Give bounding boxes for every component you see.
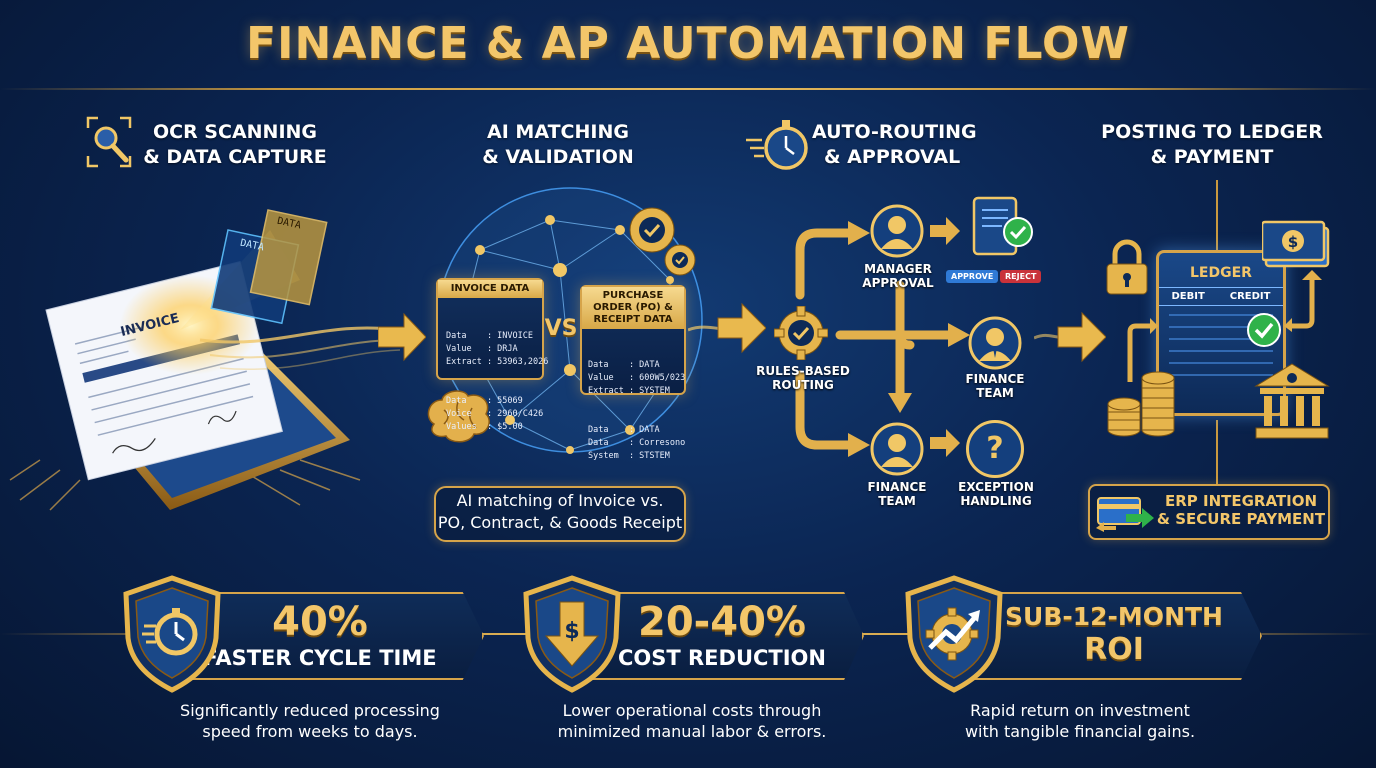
ledger-check-icon [1246,312,1282,348]
ledger-connector-top [1216,180,1218,250]
flow-arrow-3 [1033,310,1107,364]
brain-icon [424,388,494,446]
exception-question-icon: ? [966,420,1024,478]
flow-arrow-2 [687,300,767,356]
debit-column: DEBIT [1171,291,1205,302]
step1-header: OCR SCANNING& DATA CAPTURE [143,121,327,168]
finance-team-bottom-avatar-icon [870,422,924,476]
routing-connectors [760,195,1080,515]
stat2-label: COST REDUCTION [617,646,826,670]
po-data-panel: PURCHASE ORDER (PO) & RECEIPT DATA Data … [580,285,686,461]
gear-check-icon [622,198,698,278]
flow-arrow-1 [377,312,427,362]
reject-button[interactable]: REJECT [1000,270,1042,283]
approve-button[interactable]: APPROVE [946,270,999,283]
credit-column: CREDIT [1229,291,1271,302]
matching-caption: AI matching of Invoice vs.PO, Contract, … [434,486,686,542]
ledger-connector-bottom [1216,420,1218,486]
stat3-value: SUB-12-MONTH [1005,602,1223,631]
manager-avatar-icon [870,204,924,258]
page-title: FINANCE & AP AUTOMATION FLOW [246,18,1130,69]
coins-stack-icon [1104,366,1178,438]
stat-card-faster-cycle [180,592,484,680]
tablet-check-icon [970,196,1036,258]
stat2-value: 20-40% [637,599,806,645]
coins-arrow-icon [1122,318,1158,382]
stat3-label: ROI [1084,632,1144,667]
stopwatch-icon [746,118,812,172]
dollar-down-arrow-icon: $ [520,574,624,694]
scan-magnifier-icon [86,116,132,168]
step4-header: POSTING TO LEDGER& PAYMENT [1101,121,1323,168]
ledger-title: LEDGER [1190,265,1252,281]
stopwatch-shield-icon [120,574,224,694]
card-transfer-icon [1096,496,1156,532]
vs-label: VS [544,316,578,341]
svg-text:$: $ [564,619,579,644]
stat1-label: FASTER CYCLE TIME [203,646,437,670]
step2-header: AI MATCHING& VALIDATION [482,121,634,168]
erp-line2: & SECURE PAYMENT [1156,510,1326,528]
po-data-title: PURCHASE ORDER (PO) & RECEIPT DATA [582,287,684,329]
bank-icon [1254,362,1330,440]
stat1-value: 40% [272,599,368,645]
erp-line1: ERP INTEGRATION [1164,492,1318,510]
step3-header: AUTO-ROUTING& APPROVAL [812,121,977,168]
gear-growth-arrow-icon [902,574,1006,694]
title-divider [0,88,1376,90]
invoice-data-title: INVOICE DATA [438,280,542,298]
ocr-scanner-illustration: INVOICE DATA DATA [0,190,420,530]
finance-team-avatar-icon [968,316,1022,370]
svg-text:$: $ [1288,233,1298,251]
padlock-icon [1104,238,1150,296]
return-arrow-icon [1284,270,1324,332]
erp-integration-box: ERP INTEGRATION & SECURE PAYMENT [1088,484,1330,540]
money-bill-icon: $ [1260,218,1332,270]
rules-gear-icon [773,305,829,361]
